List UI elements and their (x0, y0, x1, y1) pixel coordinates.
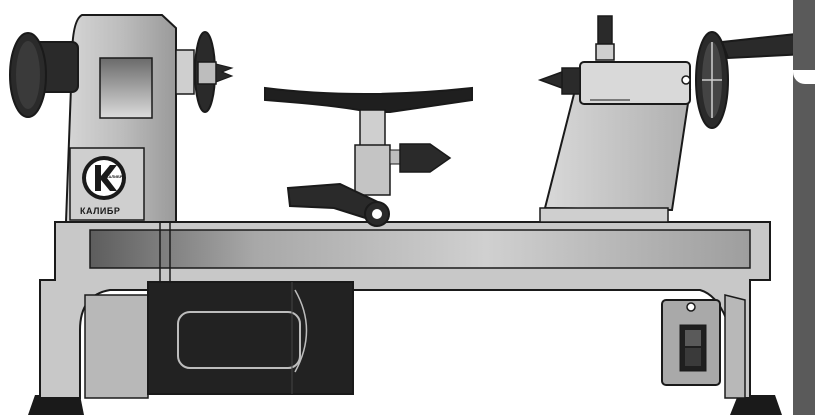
motor (147, 281, 354, 395)
tool-rest-lock-handle[interactable] (399, 143, 452, 173)
tailstock-lock-knob[interactable] (595, 15, 615, 61)
brand-name: КАЛИБР (80, 206, 120, 216)
power-switch-icon[interactable] (685, 330, 701, 366)
tailstock (537, 15, 808, 223)
switch-box (661, 299, 721, 386)
side-tab-notch (793, 70, 815, 84)
spindle (175, 31, 234, 113)
lathe-bed (39, 221, 771, 399)
banjo-lock-lever[interactable] (286, 182, 390, 227)
headstock (9, 14, 234, 223)
right-foot (730, 395, 782, 415)
live-center (537, 67, 581, 95)
handwheel-right[interactable] (695, 31, 808, 129)
side-tab (793, 0, 815, 415)
tool-rest (264, 86, 473, 227)
handwheel-left[interactable] (9, 32, 79, 118)
kalibr-logo-icon: КАЛИБР (82, 156, 126, 200)
logo-small-text: КАЛИБР (106, 174, 123, 179)
left-foot (28, 395, 84, 415)
